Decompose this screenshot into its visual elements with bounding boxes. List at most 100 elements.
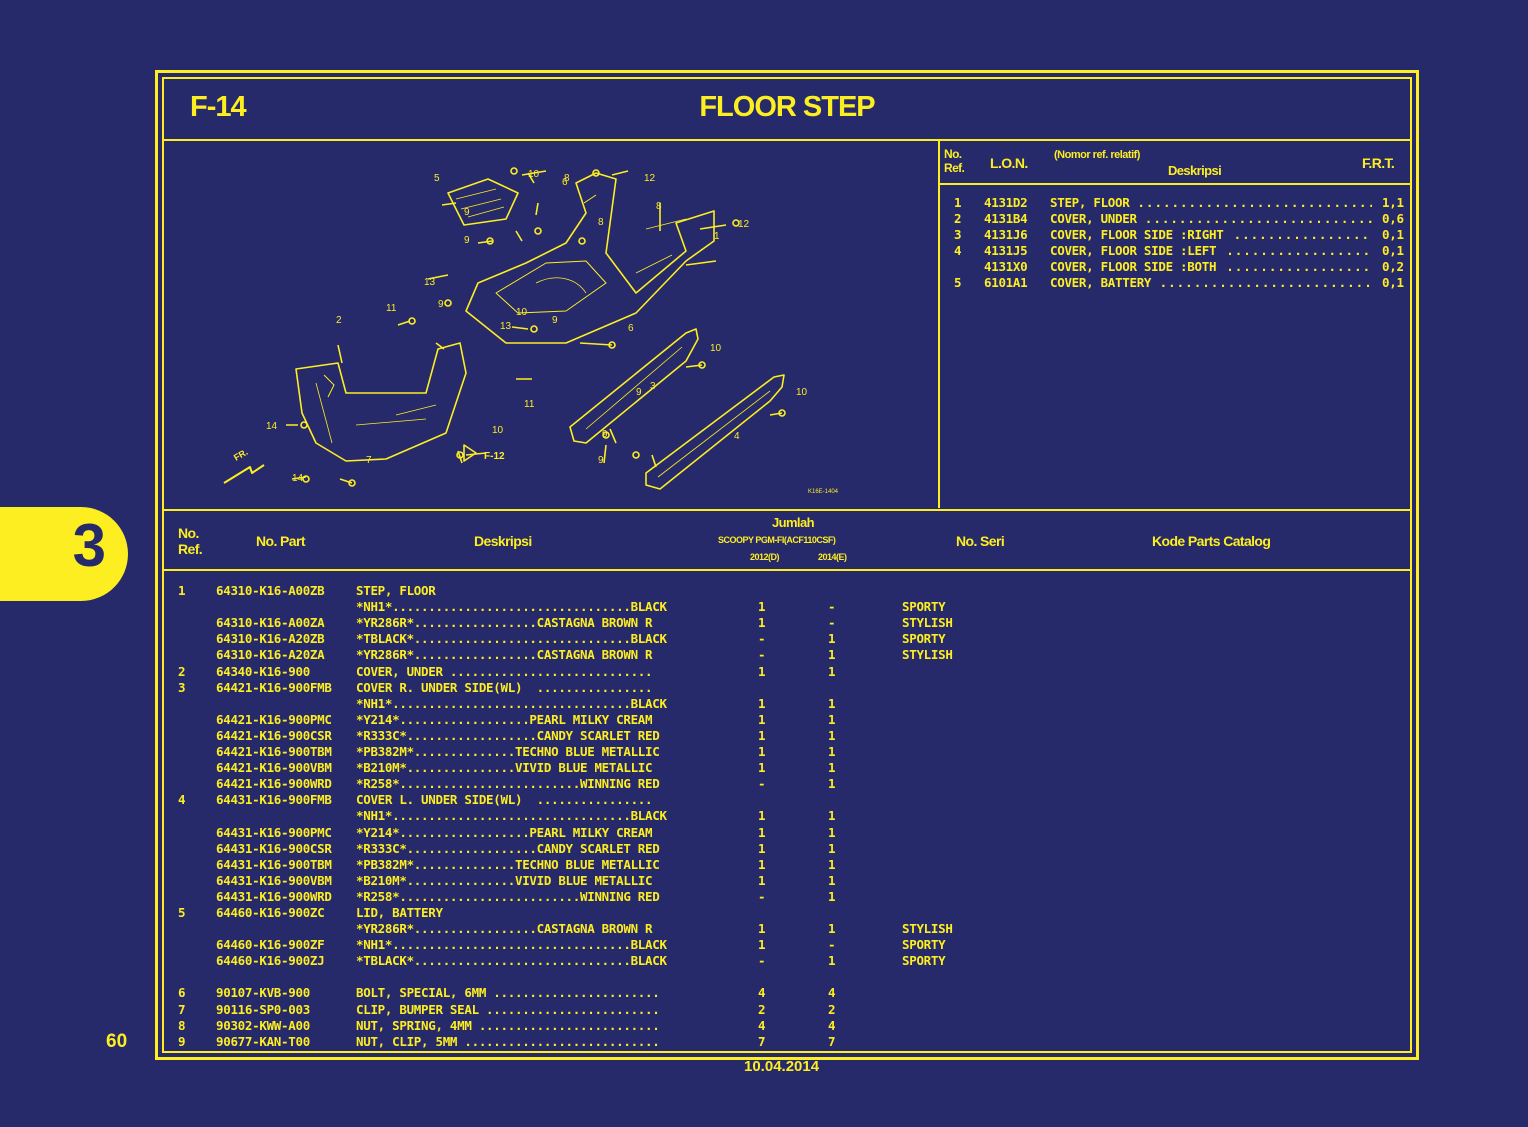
- parts-row: 64460-K16-900ZJ*TBLACK*.................…: [164, 953, 1410, 969]
- callout-14: 14: [292, 473, 304, 484]
- parts-number: 64431-K16-900WRD: [216, 888, 332, 904]
- parts-number: 64310-K16-A00ZA: [216, 615, 325, 631]
- callout-10: 10: [710, 343, 722, 354]
- parts-seri: SPORTY: [902, 937, 946, 953]
- parts-qty-2014: 1: [828, 631, 836, 647]
- frt-header-lon: L.O.N.: [990, 155, 1028, 171]
- parts-row: *NH1*.................................BL…: [164, 696, 1410, 712]
- parts-ref: 7: [178, 1001, 186, 1017]
- callout-9: 9: [598, 455, 604, 466]
- catalog-frame-inner: F-14 FLOOR STEP: [162, 77, 1412, 1053]
- diagram-bottom-divider: [164, 509, 1410, 511]
- frt-table: No. Ref. L.O.N. (Nomor ref. relatif) Des…: [940, 141, 1410, 507]
- parts-header-seri: No. Seri: [956, 533, 1005, 549]
- parts-desc: NUT, SPRING, 4MM .......................…: [356, 1017, 660, 1033]
- parts-qty-2014: 1: [828, 856, 836, 872]
- parts-qty-2012: 1: [758, 824, 766, 840]
- parts-row: *YR286R*.................CASTAGNA BROWN …: [164, 921, 1410, 937]
- parts-desc: NUT, CLIP, 5MM .........................…: [356, 1033, 660, 1049]
- callout-8: 8: [598, 217, 604, 228]
- parts-row: 64421-K16-900TBM*PB382M*..............TE…: [164, 744, 1410, 760]
- parts-row: 64460-K16-900ZF*NH1*....................…: [164, 937, 1410, 953]
- parts-row: 64421-K16-900WRD *R258*..................…: [164, 776, 1410, 792]
- parts-qty-2012: 4: [758, 985, 766, 1001]
- parts-qty-2014: 1: [828, 840, 836, 856]
- parts-row: *NH1*.................................BL…: [164, 599, 1410, 615]
- parts-qty-2012: 1: [758, 760, 766, 776]
- callout-12: 12: [738, 219, 750, 230]
- callout-11: 11: [524, 399, 535, 410]
- parts-number: 64431-K16-900FMB: [216, 792, 332, 808]
- frt-leader-dots: ........................................…: [1144, 211, 1372, 226]
- frt-lon: 4131B4: [984, 211, 1028, 226]
- callout-9: 9: [602, 429, 608, 440]
- parts-qty-2014: 1: [828, 695, 836, 711]
- parts-qty-2014: 1: [828, 921, 836, 937]
- parts-header-year1: 2012(D): [750, 552, 780, 562]
- parts-qty-2012: 1: [758, 856, 766, 872]
- frt-desc: COVER, UNDER: [1050, 211, 1137, 226]
- parts-header-desc: Deskripsi: [474, 533, 532, 549]
- frt-value: 0,1: [1382, 275, 1404, 290]
- callout-10: 10: [492, 425, 504, 436]
- callout-9: 9: [464, 207, 470, 218]
- parts-header-jumlah: Jumlah: [772, 515, 815, 530]
- parts-qty-2014: 1: [828, 647, 836, 663]
- floor-side-right-shape: [569, 328, 699, 444]
- parts-number: 64421-K16-900WRD: [216, 776, 332, 792]
- parts-number: 64310-K16-A00ZB: [216, 583, 325, 598]
- frt-desc: COVER, FLOOR SIDE :BOTH: [1050, 259, 1217, 274]
- frt-value: 0,6: [1382, 211, 1404, 226]
- callout-3: 3: [650, 381, 656, 392]
- under-cover-shape: [295, 342, 467, 462]
- frt-ref: 2: [954, 211, 962, 226]
- parts-desc: CLIP, BUMPER SEAL ......................…: [356, 1001, 660, 1017]
- parts-desc: *B210M*...............VIVID BLUE METALLI…: [356, 760, 653, 776]
- parts-number: 64421-K16-900TBM: [216, 744, 332, 759]
- catalog-frame: F-14 FLOOR STEP: [155, 70, 1419, 1060]
- parts-desc: *YR286R*.................CASTAGNA BROWN …: [356, 921, 653, 937]
- frt-lon: 4131J5: [984, 243, 1028, 258]
- page-title: FLOOR STEP: [699, 91, 875, 123]
- parts-qty-2012: -: [758, 776, 766, 792]
- parts-qty-2012: 1: [758, 695, 766, 711]
- parts-desc: *YR286R*.................CASTAGNA BROWN …: [356, 615, 653, 631]
- callout-10: 10: [796, 387, 808, 398]
- parts-qty-2014: -: [828, 599, 836, 615]
- parts-number: 90302-KWW-A00: [216, 1017, 310, 1033]
- parts-desc: COVER L. UNDER SIDE(WL) ................: [356, 792, 653, 808]
- parts-desc: *R333C*..................CANDY SCARLET R…: [356, 727, 660, 743]
- parts-qty-2012: 1: [758, 872, 766, 888]
- parts-row: 64310-K16-A00ZA *YR286R*.................…: [164, 615, 1410, 631]
- frt-row: 2 4131B4 COVER, UNDER.....................…: [940, 211, 1410, 227]
- section-number: 3: [72, 512, 106, 579]
- parts-ref: 6: [178, 985, 186, 1001]
- parts-header-no: No.: [178, 525, 199, 541]
- parts-header-part: No. Part: [256, 533, 305, 549]
- parts-qty-2012: 1: [758, 599, 766, 615]
- parts-qty-2012: 4: [758, 1017, 766, 1033]
- parts-header-model: SCOOPY PGM-FI(ACF110CSF): [718, 535, 836, 545]
- parts-desc: *R258*.........................WINNING R…: [356, 888, 660, 904]
- parts-desc: *R258*.........................WINNING R…: [356, 776, 660, 792]
- floor-step-shape: [465, 172, 715, 344]
- parts-ref: 5: [178, 905, 186, 920]
- callout-5: 5: [434, 173, 440, 184]
- parts-ref: 1: [178, 583, 186, 598]
- parts-qty-2012: 1: [758, 840, 766, 856]
- parts-number: 64421-K16-900VBM: [216, 760, 332, 776]
- parts-ref: 2: [178, 663, 186, 679]
- callout-12: 12: [644, 173, 656, 184]
- frt-ref: 5: [954, 275, 962, 290]
- parts-row: 64431-K16-900CSR*R333C*.................…: [164, 841, 1410, 857]
- parts-number: 64460-K16-900ZF: [216, 937, 325, 953]
- parts-desc: *B210M*...............VIVID BLUE METALLI…: [356, 872, 653, 888]
- parts-desc: *YR286R*.................CASTAGNA BROWN …: [356, 647, 653, 663]
- parts-row: 64421-K16-900VBM *B210M*...............VI…: [164, 760, 1410, 776]
- frt-desc: COVER, BATTERY: [1050, 275, 1152, 290]
- parts-desc: *PB382M*..............TECHNO BLUE METALL…: [356, 856, 660, 872]
- parts-seri: SPORTY: [902, 953, 946, 969]
